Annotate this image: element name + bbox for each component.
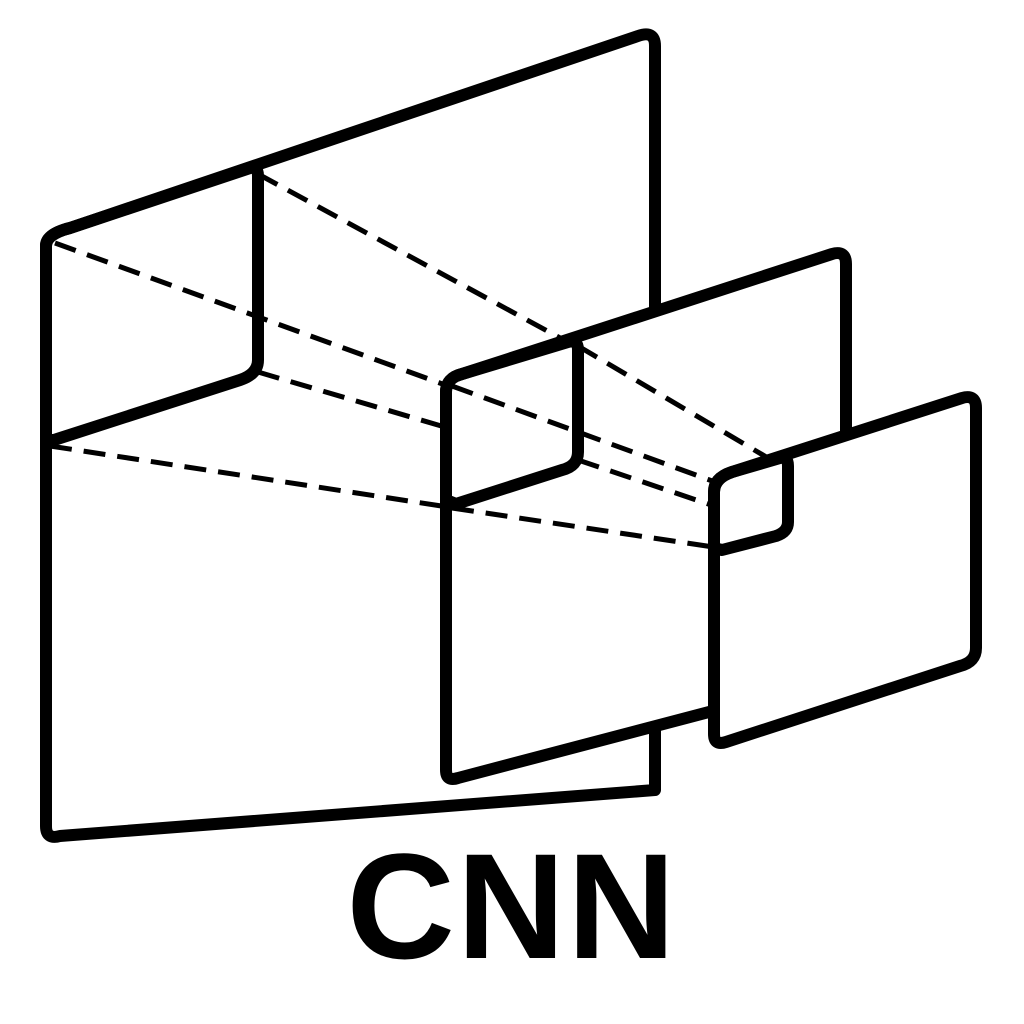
projection-line [576, 343, 770, 461]
projection-line [577, 457, 721, 511]
kernel-window-hidden [440, 335, 584, 510]
diagram-title: CNN [347, 822, 678, 990]
kernel-window-output [708, 451, 794, 556]
projection-line [256, 171, 577, 349]
projection-line [54, 240, 449, 389]
kernel-window-input [40, 161, 264, 446]
projection-line [451, 505, 721, 551]
